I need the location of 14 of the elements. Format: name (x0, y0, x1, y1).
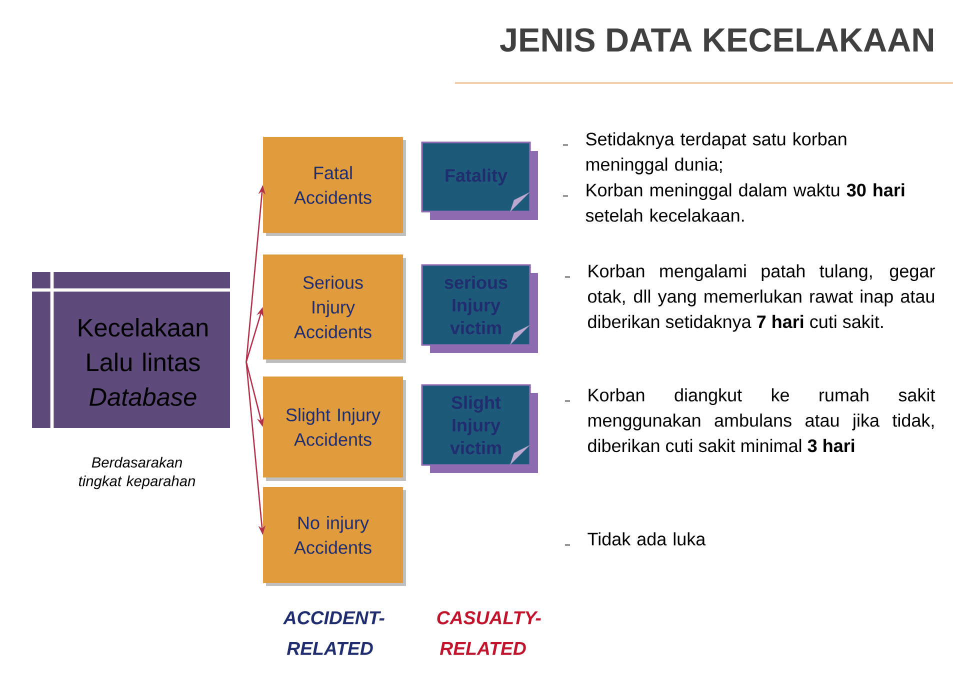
description-text: Korban diangkut ke rumah sakit menggunakan ambulans atau jika tidak, diberikan cuti sakit minimal 3 hari (588, 388, 936, 452)
column-label: ACCIDENT-RELATED (282, 611, 384, 655)
category-box: Fatal Accidents (263, 137, 406, 236)
node-label: Berdasarakan tingkat keparahan (78, 456, 196, 490)
title: JENIS DATA KECELAKAAN (500, 28, 933, 52)
category-box: Slight Injury Accidents (263, 376, 406, 481)
description-text: Korban mengalami patah tulang, gegar otak, dll yang memerlukan rawat inap atau diberikan setidaknya 7 hari cuti sakit. (588, 264, 935, 332)
description-text: Setidaknya terdapat satu korban meninggal dunia; (586, 132, 846, 174)
column-label: CASUALTY-RELATED (437, 611, 541, 655)
database-box: Kecelakaan Lalu lintas Database (28, 268, 234, 432)
category-box: Serious Injury Accidents (263, 254, 406, 363)
description-text: Tidak ada luka (588, 532, 706, 546)
category-box: No injury Accidents (263, 487, 406, 586)
description-text: Korban meninggal dalam waktu 30 hari setelah kecelakaan. (586, 183, 904, 222)
